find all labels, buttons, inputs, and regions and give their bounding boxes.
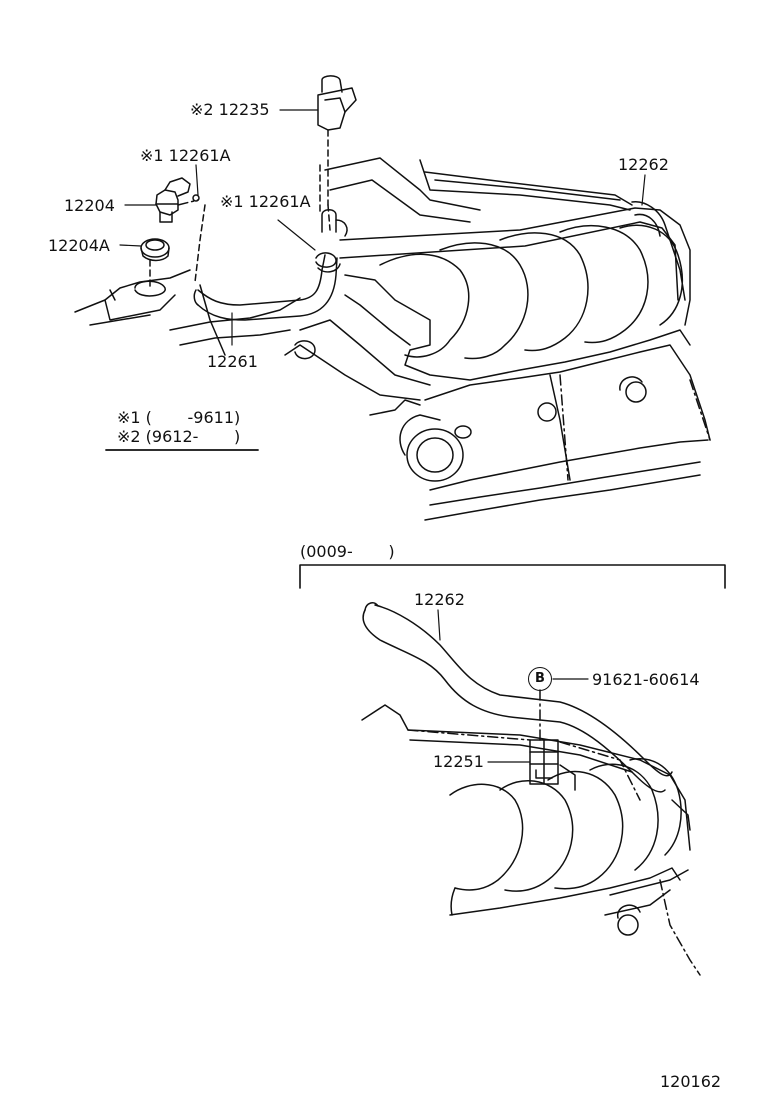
label-12251: 12251	[433, 752, 484, 771]
dash-dot-lines-upper	[178, 200, 710, 480]
leader-lines-upper	[120, 110, 645, 345]
vsv-12235	[318, 76, 356, 130]
grommet-12204A	[141, 239, 169, 261]
label-12262-top: 12262	[618, 155, 669, 174]
hose-12262-top	[632, 202, 685, 300]
reference-badge: B	[528, 667, 552, 691]
pcv-valve-12204	[156, 178, 199, 222]
inset-manifold-drawing	[362, 603, 690, 935]
note-1: ※1 ( -9611)	[117, 408, 241, 427]
clamp-12261A	[316, 210, 347, 272]
label-12235: ※2 12235	[190, 100, 270, 119]
hose-12261-drawing	[194, 255, 337, 320]
label-91621-60614: 91621-60614	[592, 670, 700, 689]
connection-lines-upper	[150, 130, 330, 290]
label-12261: 12261	[207, 352, 258, 371]
figure-number: 120162	[660, 1072, 722, 1091]
note-2: ※2 (9612- )	[117, 427, 241, 446]
inset-range-label: (0009- )	[300, 542, 395, 561]
label-12204: 12204	[64, 196, 115, 215]
label-12261A-left: ※1 12261A	[140, 146, 231, 165]
dash-dot-lines-inset	[408, 690, 700, 975]
label-12262-inset: 12262	[414, 590, 465, 609]
intake-manifold-drawing	[75, 158, 710, 520]
leader-lines-inset	[438, 610, 588, 762]
inset-bracket	[300, 565, 725, 588]
label-12204A: 12204A	[48, 236, 110, 255]
label-12261A-mid: ※1 12261A	[220, 192, 311, 211]
